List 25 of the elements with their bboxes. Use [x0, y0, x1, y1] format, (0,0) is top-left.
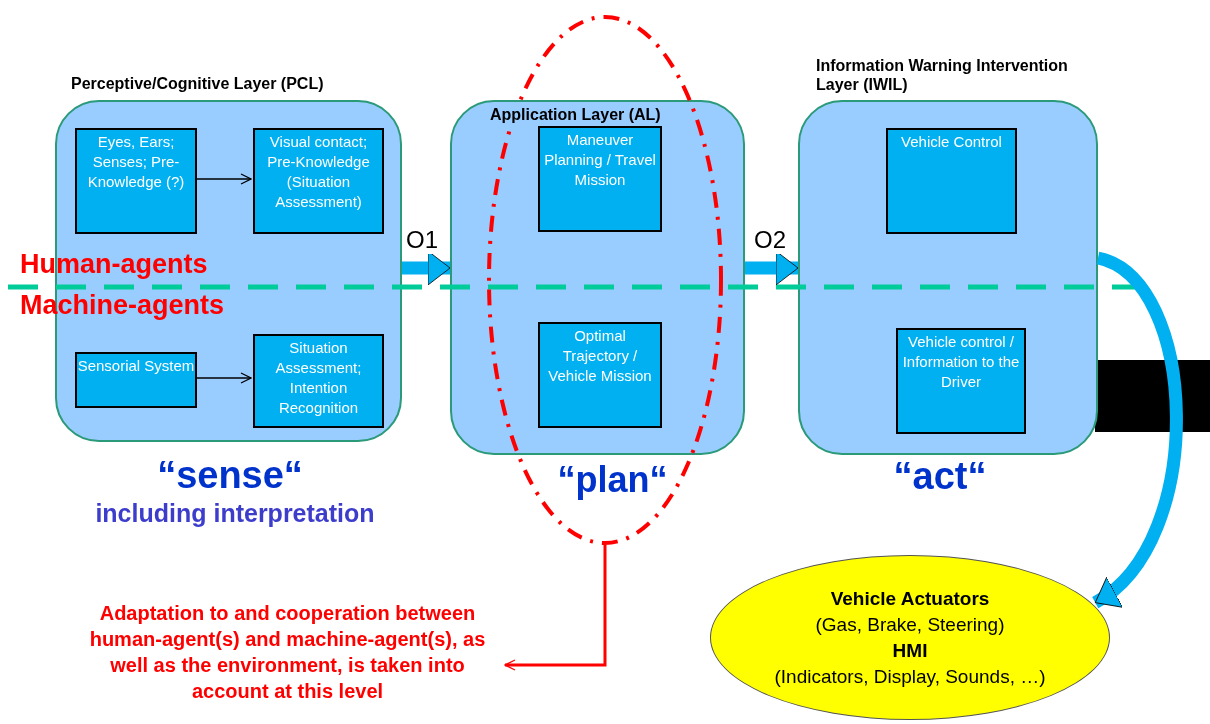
ellipse-heading: Vehicle Actuators: [829, 586, 991, 611]
agent-label: Human-agents: [20, 250, 209, 280]
process-box: Eyes, Ears; Senses; Pre-Knowledge (?): [75, 128, 197, 234]
stage-label: “sense“: [156, 455, 304, 497]
process-box: Situation Assessment; Intention Recognition: [253, 334, 384, 428]
agent-label: Machine-agents: [20, 291, 226, 321]
ellipse-text: (Gas, Brake, Steering): [814, 612, 1006, 637]
layer-heading: Application Layer (AL): [488, 105, 663, 124]
stage-label: “plan“: [556, 460, 669, 500]
process-box: Sensorial System: [75, 352, 197, 408]
process-box: Vehicle Control: [886, 128, 1017, 234]
process-box: Visual contact; Pre-Knowledge (Situation Assessment): [253, 128, 384, 234]
note-text: Adaptation to and cooperation between human-agent(s) and machine-agent(s), as well as the environment, is taken into account at this level: [88, 601, 487, 704]
pointer-arrow: [504, 545, 607, 671]
layer-heading: Perceptive/Cognitive Layer (PCL): [69, 74, 326, 93]
ellipse-heading: HMI: [891, 638, 929, 663]
subtitle-text: including interpretation: [94, 500, 376, 528]
arrow: [194, 173, 252, 185]
process-box: Vehicle control / Information to the Driver: [896, 328, 1026, 434]
ellipse-text: (Indicators, Display, Sounds, …): [773, 664, 1047, 689]
stage-label: “act“: [892, 456, 988, 498]
process-box: Maneuver Planning / Travel Mission: [538, 126, 662, 232]
block-arrow: [1091, 252, 1183, 608]
arrow: [194, 372, 252, 384]
process-box: Optimal Trajectory / Vehicle Mission: [538, 322, 662, 428]
